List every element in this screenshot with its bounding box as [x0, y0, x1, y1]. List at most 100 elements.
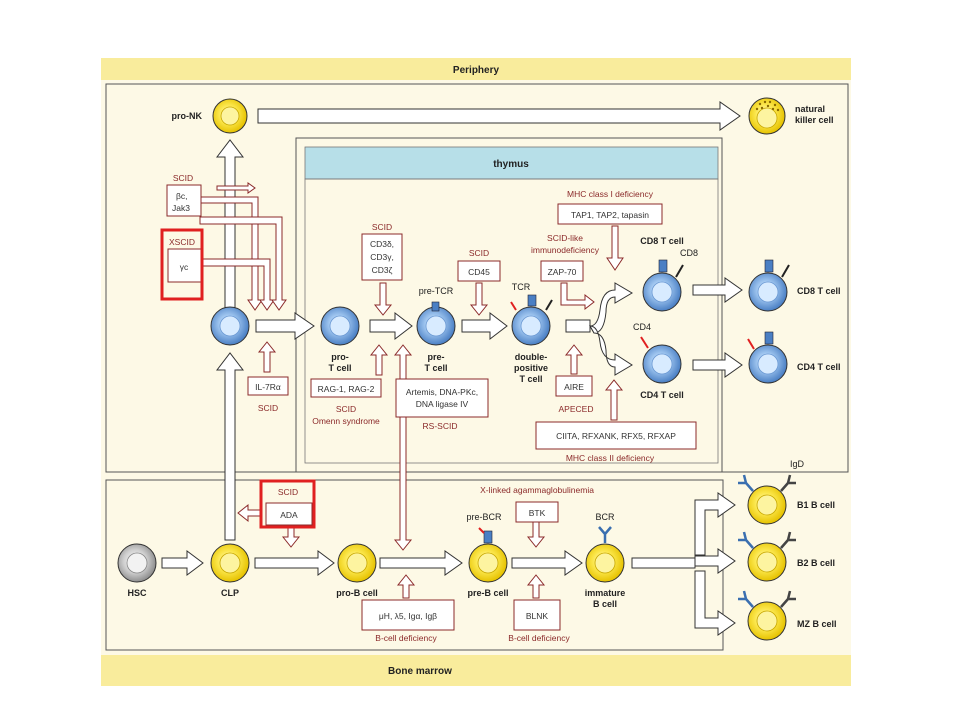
bcell-def-1: B-cell deficiency [375, 633, 437, 643]
b1-nucleus [756, 494, 778, 516]
jak3-label: Jak3 [172, 203, 190, 213]
periphery-title: Periphery [453, 65, 500, 76]
scid-bc-label: SCID [173, 173, 193, 183]
pre-tcr-label: pre-TCR [419, 286, 454, 296]
bone-marrow-title: Bone marrow [388, 666, 452, 677]
pre-b-label: pre-B cell [467, 588, 508, 598]
mhc2-genes: CIITA, RFXANK, RFX5, RFXAP [556, 431, 676, 441]
mz-igd-right [780, 590, 796, 608]
il7ra-box [247, 376, 289, 396]
immature-bcr [598, 526, 612, 543]
cd3-line-3: CD3ζ [372, 265, 393, 275]
cd8-t-periph-nucleus [757, 281, 779, 303]
artemis-line-1: Artemis, DNA-PKc, [406, 387, 478, 397]
hsc-nucleus [126, 552, 148, 574]
cd4-t-periph-nucleus [757, 353, 779, 375]
thymus-band [304, 146, 719, 180]
dp-tcr-receptor [527, 294, 537, 307]
tcr-label: TCR [512, 282, 531, 292]
mhc1-box [557, 203, 663, 225]
pro-b-label: pro-B cell [336, 588, 378, 598]
pre-tcr-receptor [431, 301, 440, 312]
nk-label-2: killer cell [795, 115, 834, 125]
cd4-t-thymic-nucleus [651, 353, 673, 375]
pre-t-label-2: T cell [424, 363, 447, 373]
pro-t-label-2: T cell [328, 363, 351, 373]
gamma-c-label: γc [180, 262, 189, 272]
cd45-box [457, 260, 501, 282]
nk-granules [755, 100, 780, 112]
il7-scid-label: SCID [258, 403, 278, 413]
artemis-line-2: DNA ligase IV [416, 399, 469, 409]
dp-label-2: positive [514, 363, 548, 373]
cd8-thymic-coreceptor [675, 264, 684, 278]
lineage-arrows [161, 101, 743, 636]
thymus-frame [295, 137, 723, 473]
xla-label: X-linked agammaglobulinemia [480, 485, 594, 495]
bcr-label: BCR [595, 512, 615, 522]
cd4-thymic-coreceptor [640, 336, 649, 349]
apeced-label: APECED [559, 404, 594, 414]
dp-label-3: T cell [519, 374, 542, 384]
xscid-highlight [160, 228, 204, 301]
defect-boxes [166, 184, 697, 631]
cd45-scid-label: SCID [469, 248, 489, 258]
dp-coreceptor-dark [545, 299, 553, 311]
pre-t-label-1: pre- [427, 352, 444, 362]
ada-label: ADA [280, 510, 298, 520]
dp-label-1: double- [515, 352, 548, 362]
rag-scid-label: SCID [336, 404, 356, 414]
rag-label: RAG-1, RAG-2 [318, 384, 375, 394]
blnk-box [513, 599, 561, 631]
cd8-thymic-tcr [658, 259, 668, 273]
aire-label: AIRE [564, 382, 584, 392]
bc-label: βc, [176, 191, 188, 201]
cd8-t-thymic-nucleus [651, 281, 673, 303]
zap70-box [540, 260, 584, 282]
mhc1-genes: TAP1, TAP2, tapasin [571, 210, 649, 220]
scid-like-2: immunodeficiency [531, 245, 600, 255]
btk-label: BTK [529, 508, 546, 518]
cd45-label: CD45 [468, 267, 490, 277]
clp-label: CLP [221, 588, 239, 598]
mu-box [361, 599, 455, 631]
xscid-label: XSCID [169, 237, 195, 247]
periphery-band [101, 58, 851, 80]
aire-box [555, 375, 593, 397]
b2-igd-right [780, 531, 796, 549]
scid-like-1: SCID-like [547, 233, 583, 243]
artemis-box [395, 378, 489, 418]
clp-nucleus [219, 552, 241, 574]
b1-label: B1 B cell [797, 500, 835, 510]
zap70-label: ZAP-70 [548, 267, 577, 277]
bc-jak3-box [166, 184, 202, 217]
immature-b-label-2: B cell [593, 599, 617, 609]
b1-bcr-left [738, 474, 754, 492]
pro-b-nucleus [346, 552, 368, 574]
gamma-c-box [167, 248, 202, 283]
btk-box [515, 501, 559, 523]
hsc-label: HSC [127, 588, 147, 598]
mz-bcr-left [738, 590, 754, 608]
ada-scid-label: SCID [278, 487, 298, 497]
igd-label: IgD [790, 459, 805, 469]
mhc2-title: MHC class II deficiency [566, 453, 655, 463]
cd4-periph-coreceptor [747, 338, 755, 350]
cd8-periph-coreceptor [781, 264, 790, 278]
immature-b-nucleus [594, 552, 616, 574]
cd3-scid-label: SCID [372, 222, 392, 232]
defect-arrows [199, 182, 624, 599]
cd4-t-periph-label: CD4 T cell [797, 362, 841, 372]
cd4-periph-tcr [764, 331, 774, 345]
cd8-t-periph-label: CD8 T cell [797, 286, 841, 296]
blnk-label: BLNK [526, 611, 549, 621]
cd4-t-thymic-label: CD4 T cell [640, 390, 684, 400]
double-positive-nucleus [520, 315, 542, 337]
ada-box [265, 502, 313, 526]
b1-igd-right [780, 474, 796, 492]
nk-nucleus [756, 107, 778, 129]
immature-b-label-1: immature [585, 588, 626, 598]
cd3-line-2: CD3γ, [370, 252, 394, 262]
b2-bcr-left [738, 531, 754, 549]
